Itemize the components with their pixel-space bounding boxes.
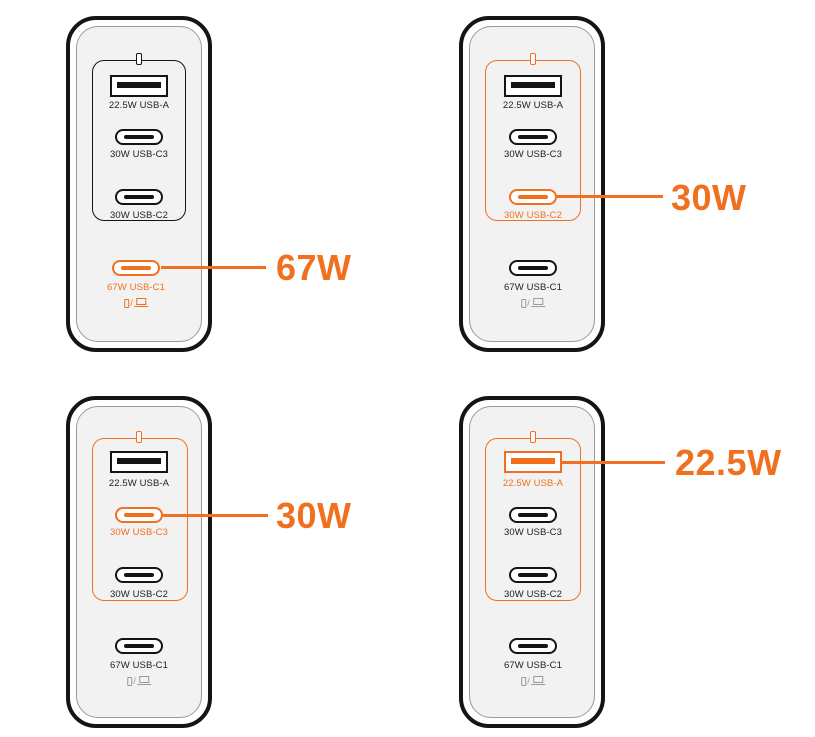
device-icons: / [124,298,148,308]
usb-a-port [504,451,562,473]
laptop-icon [136,676,151,686]
diagram-panel-c1: 22.5W USB-A 30W USB-C3 30W USB-C2 67W US… [0,0,400,360]
diagram-panel-usb-a: 22.5W USB-A 30W USB-C3 30W USB-C2 67W US… [400,380,815,737]
usb-a-port [504,75,562,97]
usb-a-label: 22.5W USB-A [108,478,170,489]
diagram-panel-c2: 22.5W USB-A 30W USB-C3 30W USB-C2 67W US… [400,0,815,360]
callout-line [161,266,266,269]
phone-icon [521,677,527,686]
device-icons: / [521,298,545,308]
callout-line [557,195,663,198]
phone-icon [136,431,142,443]
usb-c2-port [115,567,163,583]
usb-c2-port [509,189,557,205]
usb-c2-label: 30W USB-C2 [109,589,169,600]
laptop-icon [530,676,545,686]
usb-c2-label: 30W USB-C2 [503,210,563,221]
phone-icon [521,299,527,308]
diagram-panel-c3: 22.5W USB-A 30W USB-C3 30W USB-C2 67W US… [0,380,400,737]
usb-a-port [110,75,168,97]
usb-a-port [110,451,168,473]
phone-icon [136,53,142,65]
usb-c1-label: 67W USB-C1 [109,660,169,671]
usb-c2-label: 30W USB-C2 [503,589,563,600]
usb-a-label: 22.5W USB-A [108,100,170,111]
phone-icon [124,299,130,308]
usb-a-label: 22.5W USB-A [502,100,564,111]
laptop-icon [530,298,545,308]
usb-c1-port [509,638,557,654]
phone-icon [530,53,536,65]
usb-c3-port [509,507,557,523]
callout-line [562,461,665,464]
power-callout: 22.5W [675,442,782,483]
usb-c2-port [509,567,557,583]
usb-c1-port [115,638,163,654]
usb-c3-label: 30W USB-C3 [109,149,169,160]
device-icons: / [521,676,545,686]
device-separator: / [133,676,136,686]
phone-icon [127,677,133,686]
callout-line [163,514,268,517]
usb-c1-port [509,260,557,276]
usb-c1-label: 67W USB-C1 [106,282,166,293]
usb-c2-label: 30W USB-C2 [109,210,169,221]
device-icons: / [127,676,151,686]
usb-c3-label: 30W USB-C3 [503,527,563,538]
power-callout: 67W [276,247,352,288]
laptop-icon [133,298,148,308]
usb-c2-port [115,189,163,205]
power-callout: 30W [671,177,747,218]
usb-c1-label: 67W USB-C1 [503,660,563,671]
device-separator: / [527,676,530,686]
power-callout: 30W [276,495,352,536]
usb-c1-label: 67W USB-C1 [503,282,563,293]
usb-c3-label: 30W USB-C3 [109,527,169,538]
device-separator: / [130,298,133,308]
phone-icon [530,431,536,443]
usb-a-label: 22.5W USB-A [502,478,564,489]
usb-c3-port [115,129,163,145]
usb-c3-port [115,507,163,523]
device-separator: / [527,298,530,308]
usb-c3-port [509,129,557,145]
usb-c3-label: 30W USB-C3 [503,149,563,160]
usb-c1-port [112,260,160,276]
